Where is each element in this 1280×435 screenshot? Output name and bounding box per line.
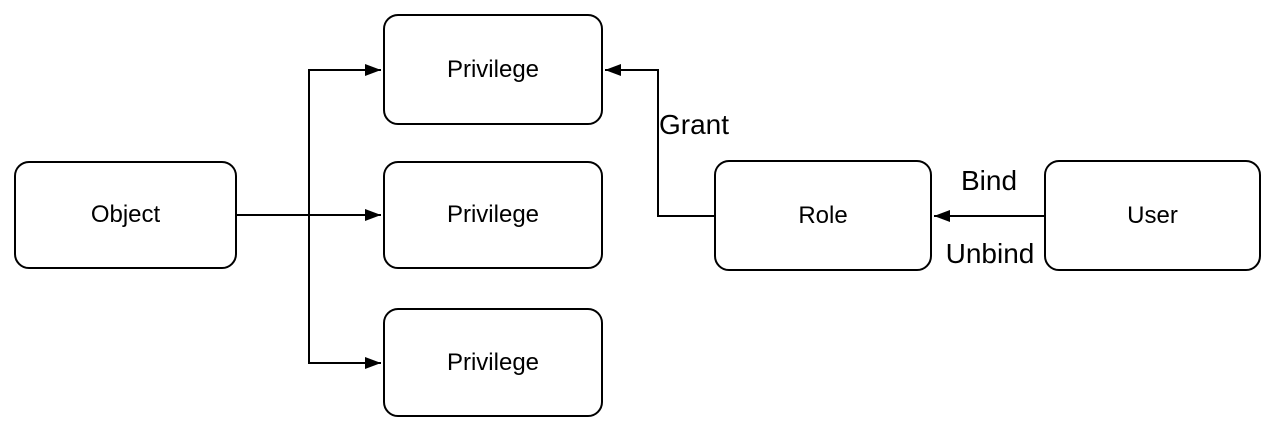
edge-label-grant: Grant: [659, 109, 730, 140]
node-privilege-bottom: Privilege: [383, 308, 603, 417]
node-object: Object: [14, 161, 237, 269]
node-object-label: Object: [90, 201, 161, 228]
connector-object-to-privilege-top: [308, 64, 381, 215]
node-user: User: [1044, 160, 1261, 271]
edge-label-bind: Bind: [960, 165, 1018, 196]
node-privilege-top-label: Privilege: [446, 55, 540, 83]
node-privilege-middle: Privilege: [383, 161, 603, 269]
node-privilege-bottom-label: Privilege: [446, 348, 540, 376]
node-role: Role: [714, 160, 932, 271]
connector-object-to-privilege-bottom: [308, 215, 381, 369]
edge-label-unbind: Unbind: [945, 238, 1035, 269]
node-privilege-middle-label: Privilege: [446, 201, 540, 228]
node-privilege-top: Privilege: [383, 14, 603, 125]
connector-role-to-privilege-top-grant: [605, 64, 714, 217]
node-user-label: User: [1127, 201, 1178, 229]
node-role-label: Role: [798, 201, 848, 229]
